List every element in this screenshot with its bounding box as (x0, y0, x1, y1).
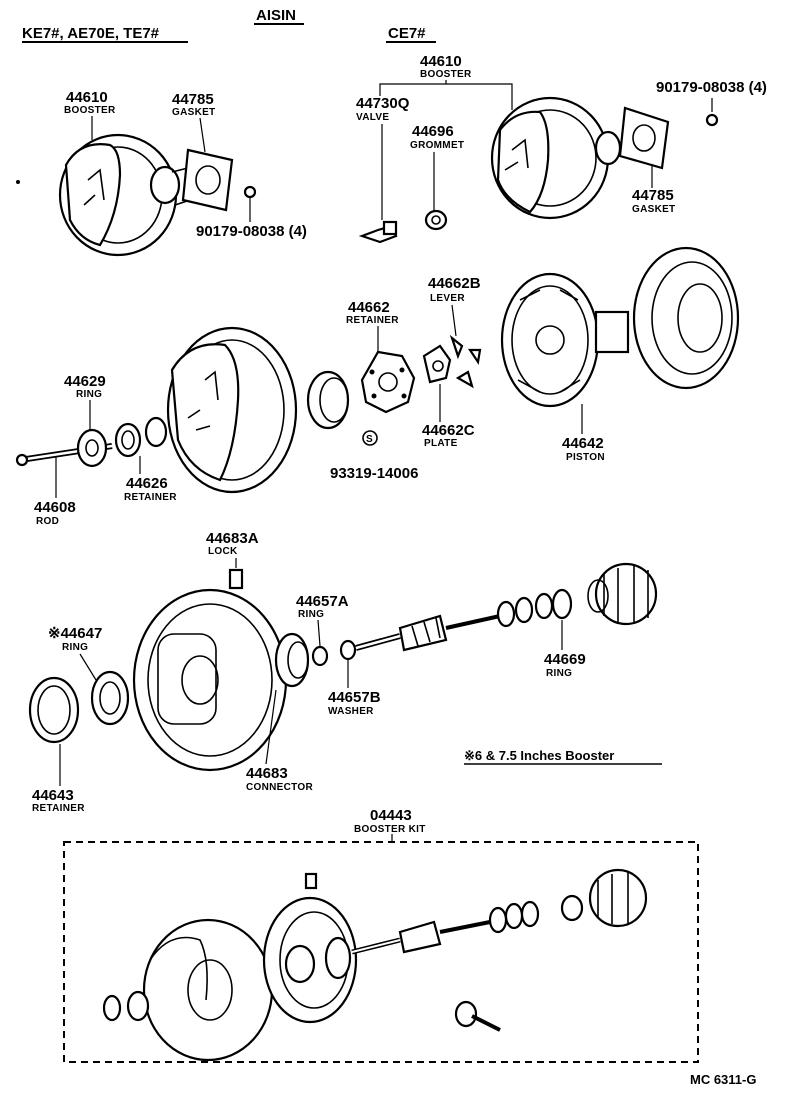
label-retainer-44626-name: RETAINER (124, 492, 177, 503)
booster-kit-drawing (102, 868, 648, 1062)
header-left-models: KE7#, AE70E, TE7# (22, 25, 160, 42)
label-rod-number: 44608 (34, 499, 76, 516)
label-gasket-right-name: GASKET (632, 204, 675, 215)
leader-lever (451, 304, 457, 337)
label-lever-number: 44662B (428, 275, 481, 292)
leader-ring-44657a (317, 619, 321, 647)
rear-shell-drawing (132, 588, 310, 772)
label-retainer-44643-name: RETAINER (32, 803, 85, 814)
header-right-model: CE7# (388, 25, 426, 42)
label-gasket-right-number: 44785 (632, 187, 674, 204)
label-lock-number: 44683A (206, 530, 259, 547)
label-retainer-44662-name: RETAINER (346, 315, 399, 326)
label-ring-44647-name: RING (62, 642, 88, 653)
leader-gasket-left (199, 117, 206, 153)
piston-drawing (500, 246, 740, 408)
label-grommet-number: 44696 (412, 123, 454, 140)
label-retainer-44626-number: 44626 (126, 475, 168, 492)
booster-left-drawing (16, 133, 257, 257)
lock-drawing (228, 568, 244, 590)
figure-reference: MC 6311-G (690, 1072, 756, 1087)
label-nut-left-number: 90179-08038 (4) (196, 223, 307, 240)
label-booster-kit-name: BOOSTER KIT (354, 824, 426, 835)
label-retainer-44643-number: 44643 (32, 787, 74, 804)
leader-connector (265, 689, 277, 765)
label-piston-name: PISTON (566, 452, 605, 463)
label-rod-name: ROD (36, 516, 59, 527)
label-lock-name: LOCK (208, 546, 238, 557)
label-gasket-left-name: GASKET (172, 107, 215, 118)
label-plate-number: 44662C (422, 422, 475, 439)
label-grommet-name: GROMMET (410, 140, 464, 151)
label-booster-kit-number: 04443 (370, 807, 412, 824)
label-booster-left-name: BOOSTER (64, 105, 116, 116)
label-washer-number: 44657B (328, 689, 381, 706)
label-lever-name: LEVER (430, 293, 465, 304)
label-ring-44669-name: RING (546, 668, 572, 679)
grommet-drawing (424, 209, 448, 231)
valve-drawing (358, 220, 398, 244)
label-ring-44657a-name: RING (298, 609, 324, 620)
screw-symbol (362, 430, 378, 446)
header-maker: AISIN (256, 7, 296, 24)
ring-washer-drawing (311, 639, 357, 667)
booster-kit-boundary (63, 841, 699, 1063)
label-booster-right-number: 44610 (420, 53, 462, 70)
label-plate-name: PLATE (424, 438, 458, 449)
label-piston-number: 44642 (562, 435, 604, 452)
note-booster-size: ※6 & 7.5 Inches Booster (464, 748, 614, 763)
label-ring-44657a-number: 44657A (296, 593, 349, 610)
booster-right-drawing (490, 96, 719, 220)
label-booster-right-name: BOOSTER (420, 69, 472, 80)
retainer-44626-drawing (114, 416, 168, 458)
booster-shell-drawing (166, 326, 350, 494)
label-screw-number: 93319-14006 (330, 465, 418, 482)
label-booster-left-number: 44610 (66, 89, 108, 106)
label-connector-number: 44683 (246, 765, 288, 782)
retainer-44662-drawing (360, 350, 416, 414)
label-nut-right-number: 90179-08038 (4) (656, 79, 767, 96)
leader-ring-44647 (79, 653, 97, 681)
label-ring-44669-number: 44669 (544, 651, 586, 668)
label-ring-44629-number: 44629 (64, 373, 106, 390)
label-connector-name: CONNECTOR (246, 782, 313, 793)
label-valve-name: VALVE (356, 112, 389, 123)
label-gasket-left-number: 44785 (172, 91, 214, 108)
ring-retainer-44643-drawing (28, 670, 130, 744)
ring-44629-drawing (76, 428, 108, 468)
label-washer-name: WASHER (328, 706, 374, 717)
label-ring-44647-number: ※44647 (48, 625, 102, 642)
screw-symbol-letter: S (366, 434, 373, 445)
label-valve-number: 44730Q (356, 95, 410, 112)
lever-plate-drawing (422, 334, 482, 389)
label-retainer-44662-number: 44662 (348, 299, 390, 316)
label-ring-44629-name: RING (76, 389, 102, 400)
valve-assembly-drawing (355, 562, 658, 652)
